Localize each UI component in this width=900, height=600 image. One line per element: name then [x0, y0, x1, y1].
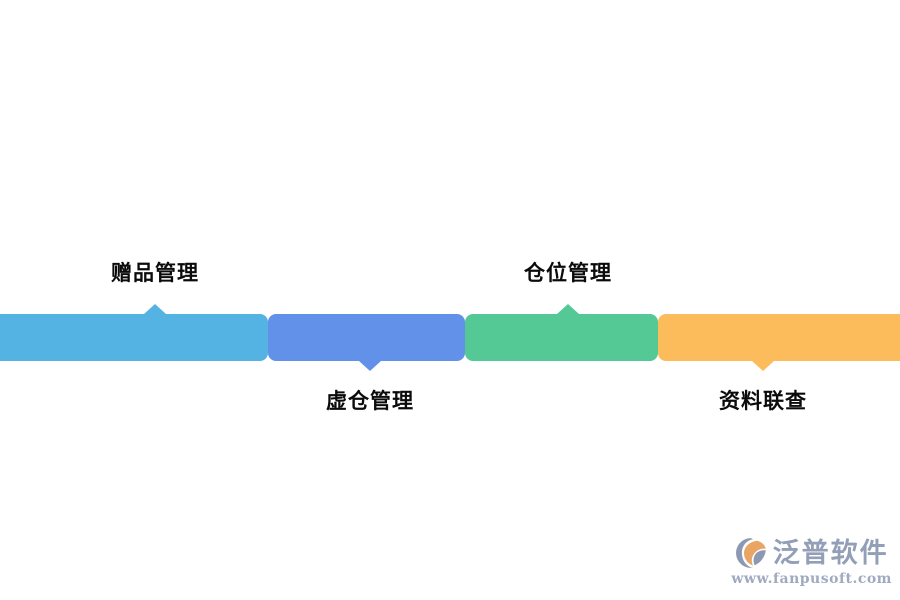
callout-label-data-query: 资料联查	[719, 389, 807, 413]
segment-bar	[0, 304, 900, 371]
brand-name: 泛普软件	[772, 537, 889, 569]
pointer-up-icon-gift-management	[144, 304, 166, 314]
fanpu-swoosh-logo-icon	[735, 538, 766, 568]
callout-label-gift-management: 赠品管理	[111, 261, 199, 285]
brand-watermark: 泛普软件 www.fanpusoft.com	[731, 536, 892, 586]
bar-segment-gift-management[interactable]	[0, 304, 268, 361]
brand-row: 泛普软件	[735, 536, 889, 570]
bar-segment-virtual-warehouse[interactable]	[268, 314, 465, 371]
pointer-down-icon-data-query	[752, 361, 774, 371]
pointer-down-icon-virtual-warehouse	[359, 361, 381, 371]
callout-label-virtual-warehouse: 虚仓管理	[326, 389, 414, 413]
bar-segment-data-query[interactable]	[658, 314, 900, 371]
callout-label-bin-location: 仓位管理	[524, 261, 612, 285]
bar-segment-bin-location[interactable]	[465, 304, 658, 361]
brand-url: www.fanpusoft.com	[731, 571, 892, 587]
pointer-up-icon-bin-location	[557, 304, 579, 314]
